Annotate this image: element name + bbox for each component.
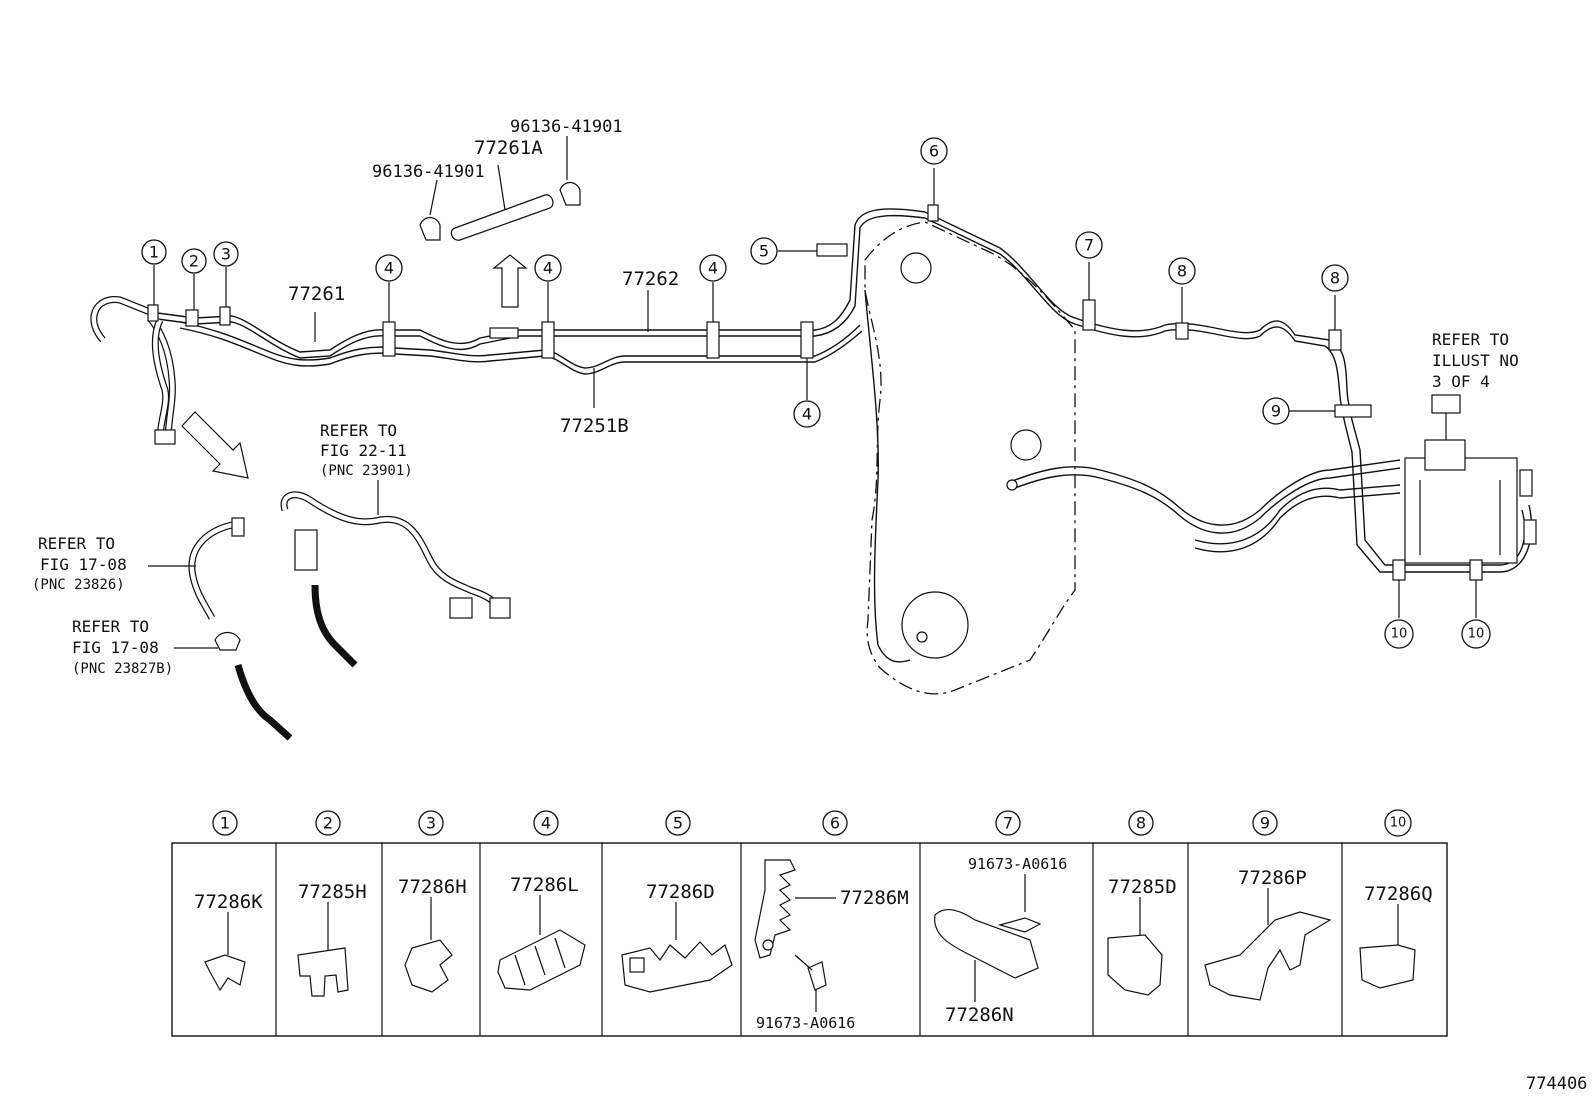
svg-text:10: 10 [1391, 627, 1408, 642]
callout-4d: 4 [793, 400, 821, 428]
svg-text:3: 3 [426, 814, 436, 833]
svg-text:6: 6 [830, 814, 840, 833]
fuel-tank [864, 221, 1076, 695]
legend-part-77286Q: 77286Q [1364, 883, 1433, 905]
callout-10a: 10 [1384, 619, 1414, 649]
svg-text:3 OF 4: 3 OF 4 [1432, 372, 1490, 391]
legend-part-77286L: 77286L [510, 874, 579, 896]
callout-7: 7 [1075, 231, 1103, 259]
callout-10b: 10 [1461, 619, 1491, 649]
reference-illust-3-of-4: REFER TO ILLUST NO 3 OF 4 [1432, 330, 1519, 391]
svg-text:9: 9 [1271, 402, 1281, 421]
svg-text:8: 8 [1136, 814, 1146, 833]
legend-part-77286D: 77286D [646, 881, 715, 903]
label-96136-left: 96136-41901 [372, 162, 485, 182]
svg-text:4: 4 [802, 405, 812, 424]
legend-part-91673-A0616-cell6: 91673-A0616 [756, 1014, 855, 1032]
callout-4a: 4 [375, 254, 403, 282]
legend-callout-2: 2 [315, 810, 341, 836]
reference-fig-17-08-a: REFER TO FIG 17-08 (PNC 23826) [32, 534, 127, 593]
callout-9: 9 [1262, 397, 1290, 425]
svg-text:1: 1 [149, 243, 159, 262]
label-77251B: 77251B [560, 415, 629, 437]
legend-part-91673-A0616-cell7: 91673-A0616 [968, 855, 1067, 873]
legend-part-77285H: 77285H [298, 881, 367, 903]
svg-text:(PNC 23901): (PNC 23901) [320, 463, 413, 479]
svg-text:FIG 17-08: FIG 17-08 [40, 555, 127, 574]
svg-text:8: 8 [1177, 262, 1187, 281]
svg-text:4: 4 [384, 259, 394, 278]
legend-callout-5: 5 [665, 810, 691, 836]
legend-part-77286K: 77286K [194, 891, 263, 913]
leader-lines [148, 168, 1477, 649]
svg-text:REFER TO: REFER TO [1432, 330, 1509, 349]
figure-number: 774406 [1526, 1074, 1587, 1094]
legend-callout-3: 3 [418, 810, 444, 836]
label-77261: 77261 [288, 283, 345, 305]
reference-fig-22-11: REFER TO FIG 22-11 (PNC 23901) [320, 421, 413, 479]
callout-1: 1 [141, 239, 167, 265]
callout-3: 3 [213, 241, 239, 267]
callout-8b: 8 [1321, 264, 1349, 292]
callout-4b: 4 [534, 254, 562, 282]
legend-callout-8: 8 [1128, 810, 1154, 836]
svg-text:REFER TO: REFER TO [38, 534, 115, 553]
legend-callout-10: 10 [1384, 809, 1412, 837]
callout-2: 2 [181, 248, 207, 274]
legend-part-77286H: 77286H [398, 876, 467, 898]
callout-8a: 8 [1168, 257, 1196, 285]
charcoal-canister [1404, 394, 1537, 564]
svg-text:6: 6 [929, 142, 939, 161]
label-77261A: 77261A [474, 137, 543, 159]
svg-text:REFER TO: REFER TO [320, 421, 397, 440]
legend-callout-6: 6 [822, 810, 848, 836]
legend-callout-7: 7 [995, 810, 1021, 836]
legend-part-77286M: 77286M [840, 887, 909, 909]
reference-fig-17-08-b: REFER TO FIG 17-08 (PNC 23827B) [72, 617, 173, 677]
svg-text:4: 4 [543, 259, 553, 278]
callout-6: 6 [920, 137, 948, 165]
svg-text:ILLUST NO: ILLUST NO [1432, 351, 1519, 370]
svg-text:4: 4 [541, 814, 551, 833]
svg-text:FIG 22-11: FIG 22-11 [320, 441, 407, 460]
lower-left-details [181, 411, 511, 741]
svg-text:10: 10 [1390, 816, 1407, 831]
legend-callout-1: 1 [212, 810, 238, 836]
legend-part-77286N: 77286N [945, 1004, 1014, 1026]
legend-callout-9: 9 [1252, 810, 1278, 836]
legend-callout-4: 4 [533, 810, 559, 836]
svg-text:1: 1 [220, 814, 230, 833]
svg-text:9: 9 [1260, 814, 1270, 833]
parts-legend: 1 2 3 4 5 6 7 8 9 10 77286K 77285H 77286… [171, 809, 1448, 1037]
svg-text:(PNC 23827B): (PNC 23827B) [72, 661, 173, 677]
label-96136-top: 96136-41901 [510, 117, 623, 137]
svg-text:(PNC 23826): (PNC 23826) [32, 577, 125, 593]
svg-text:7: 7 [1084, 236, 1094, 255]
callout-5: 5 [750, 237, 778, 265]
svg-text:FIG 17-08: FIG 17-08 [72, 638, 159, 657]
svg-text:3: 3 [221, 245, 231, 264]
label-77262: 77262 [622, 268, 679, 290]
callout-4c: 4 [699, 254, 727, 282]
svg-text:2: 2 [323, 814, 333, 833]
svg-text:5: 5 [673, 814, 683, 833]
svg-text:2: 2 [189, 252, 199, 271]
svg-text:8: 8 [1330, 269, 1340, 288]
line-clamps [147, 204, 1483, 581]
fuel-lines [90, 208, 1533, 573]
svg-text:4: 4 [708, 259, 718, 278]
svg-text:REFER TO: REFER TO [72, 617, 149, 636]
legend-part-77286P: 77286P [1238, 867, 1307, 889]
svg-text:5: 5 [759, 242, 769, 261]
legend-part-77285D: 77285D [1108, 876, 1177, 898]
svg-text:7: 7 [1003, 814, 1013, 833]
hose-77261A-detail [419, 136, 581, 308]
svg-text:10: 10 [1468, 627, 1485, 642]
